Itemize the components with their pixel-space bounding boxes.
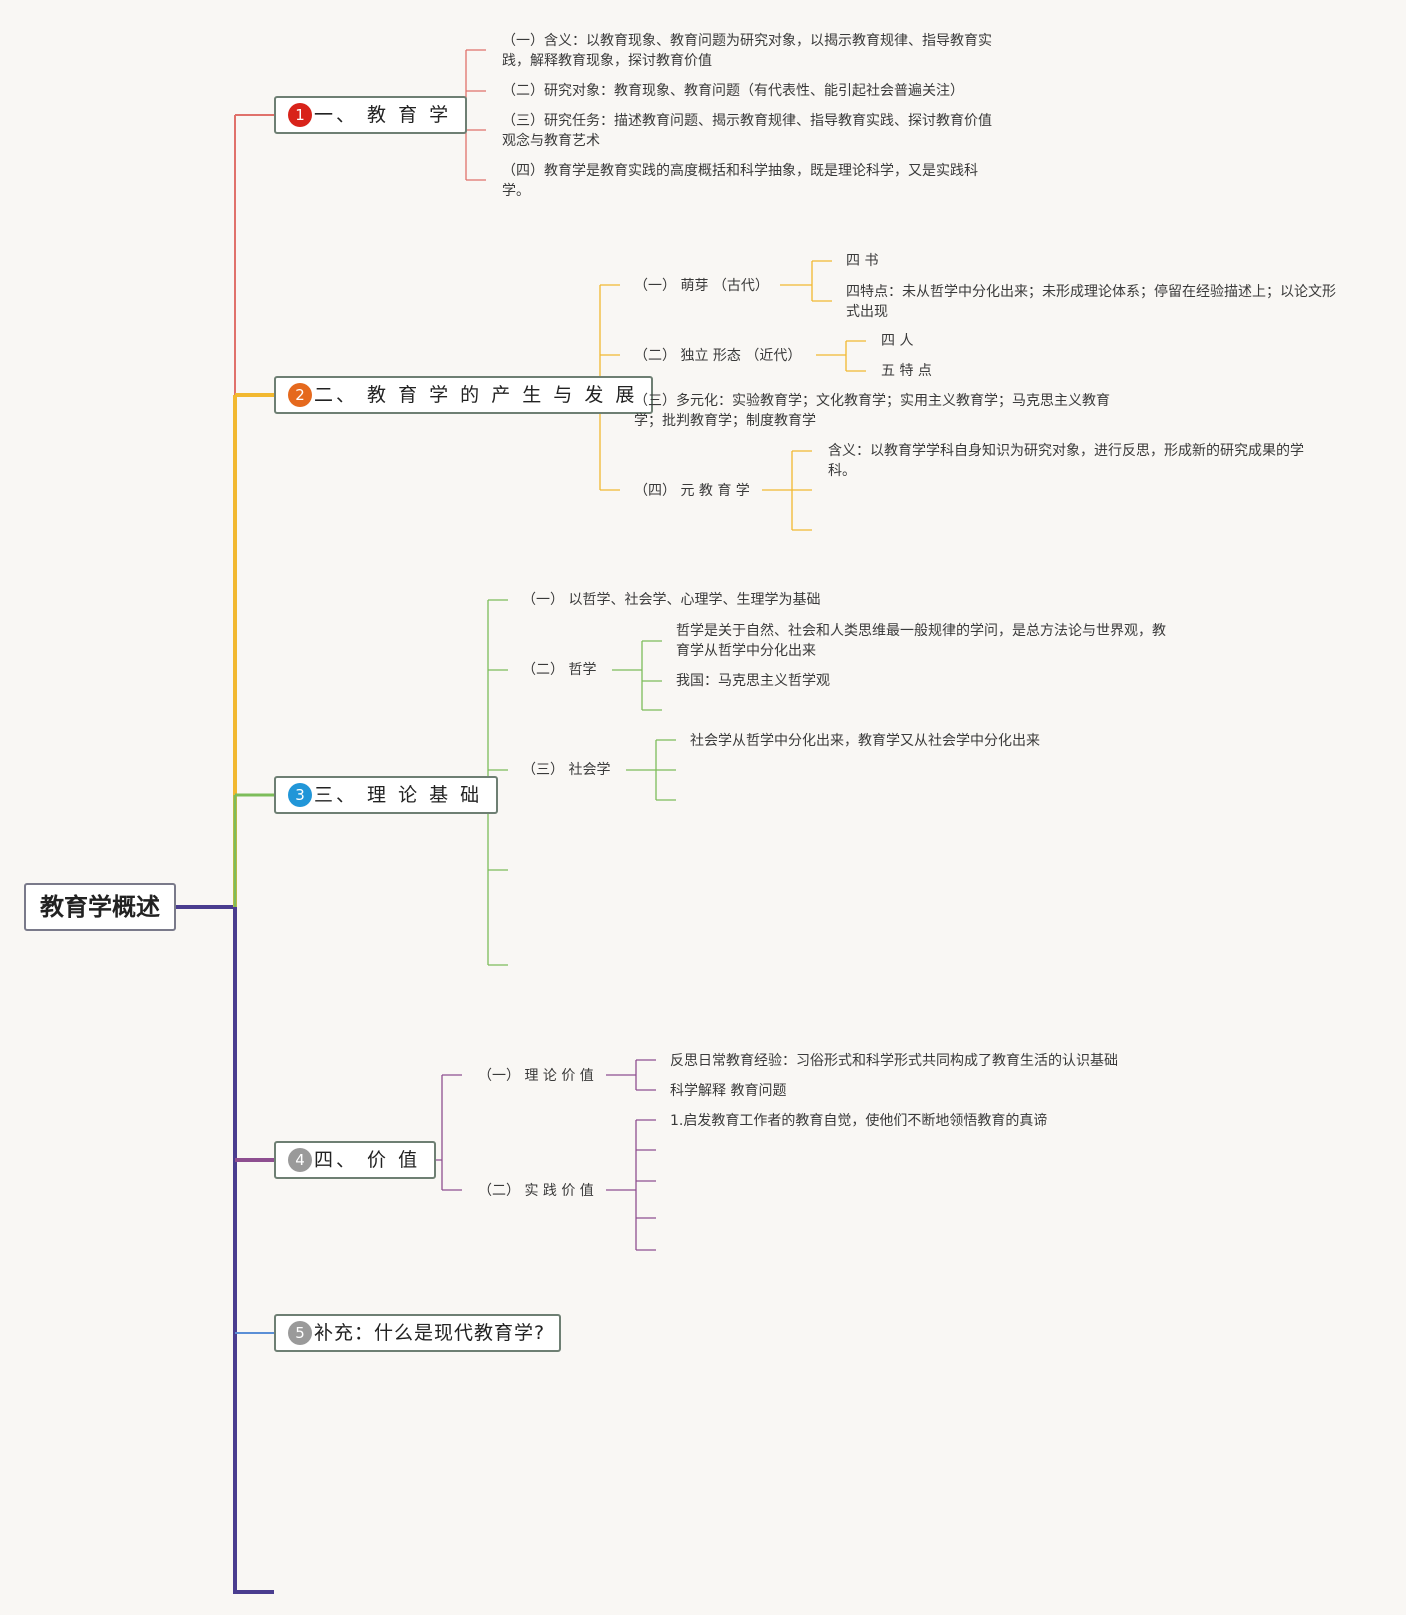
b3-item-1[interactable]: （一） 以哲学、社会学、心理学、生理学为基础: [522, 592, 821, 608]
b3-sub2-bracket: [612, 640, 662, 711]
trunk-line: [176, 905, 274, 1594]
b3-item-2-sub-2[interactable]: 我国：马克思主义哲学观: [676, 673, 830, 689]
b1-item-1[interactable]: （一）含义：以教育现象、教育问题为研究对象，以揭示教育规律、指导教育实践，解释教…: [502, 33, 992, 69]
b2-item-1-sub-2[interactable]: 四特点：未从哲学中分化出来；未形成理论体系；停留在经验描述上；以论文形式出现: [846, 284, 1336, 320]
b4-item-2[interactable]: （二） 实 践 价 值: [478, 1183, 594, 1199]
b2-item-4[interactable]: （四） 元 教 育 学: [634, 483, 750, 499]
b2-item-4-sub-1[interactable]: 含义：以教育学学科自身知识为研究对象，进行反思，形成新的研究成果的学科。: [828, 443, 1304, 479]
b4-sub1-bracket: [606, 1059, 656, 1091]
b3-item-3[interactable]: （三） 社会学: [522, 762, 611, 778]
b4-item-1[interactable]: （一） 理 论 价 值: [478, 1068, 594, 1084]
b1-item-4[interactable]: （四）教育学是教育实践的高度概括和科学抽象，既是理论科学，又是实践科学。: [502, 163, 978, 199]
branch-1-education[interactable]: 1 一、 教 育 学: [274, 96, 468, 134]
branch-2-development[interactable]: 2 二、 教 育 学 的 产 生 与 发 展: [274, 376, 654, 414]
b3-item-2-sub-1[interactable]: 哲学是关于自然、社会和人类思维最一般规律的学问，是总方法论与世界观，教育学从哲学…: [676, 623, 1166, 659]
b2-sub2-bracket: [816, 340, 866, 372]
branch-4-value[interactable]: 4 四、 价 值: [274, 1141, 437, 1179]
number-badge-3: 3: [288, 783, 312, 807]
b2-item-3[interactable]: （三）多元化：实验教育学；文化教育学；实用主义教育学；马克思主义教育学；批判教育…: [634, 393, 1110, 429]
b3-sub3-bracket: [626, 739, 676, 801]
b3-item-2[interactable]: （二） 哲学: [522, 662, 597, 678]
b2-item-1[interactable]: （一） 萌芽 （古代）: [634, 278, 769, 294]
b1-item-3[interactable]: （三）研究任务：描述教育问题、揭示教育规律、指导教育实践、探讨教育价值观念与教育…: [502, 113, 992, 149]
root-topic[interactable]: 教育学概述: [24, 883, 176, 931]
number-badge-4: 4: [288, 1148, 312, 1172]
number-badge-2: 2: [288, 383, 312, 407]
branch-1-label: 一、 教 育 学: [314, 104, 452, 126]
b3-item-3-sub-1[interactable]: 社会学从哲学中分化出来，教育学又从社会学中分化出来: [690, 733, 1040, 749]
b2-item-2-sub-2[interactable]: 五 特 点: [881, 363, 932, 379]
number-badge-1: 1: [288, 103, 312, 127]
branch-4-label: 四、 价 值: [314, 1149, 421, 1171]
b4-sub2-bracket: [606, 1119, 656, 1251]
b4-item-1-sub-1[interactable]: 反思日常教育经验：习俗形式和科学形式共同构成了教育生活的认识基础: [670, 1053, 1118, 1069]
b2-sub4-bracket: [762, 450, 812, 531]
b2-item-1-sub-1[interactable]: 四 书: [846, 253, 879, 269]
b2-item-2[interactable]: （二） 独立 形态 （近代）: [634, 348, 802, 364]
b4-item-1-sub-2[interactable]: 科学解释 教育问题: [670, 1083, 787, 1099]
b1-item-2[interactable]: （二）研究对象：教育现象、教育问题（有代表性、能引起社会普遍关注）: [502, 83, 964, 99]
b2-item-2-sub-1[interactable]: 四 人: [881, 333, 914, 349]
b4-item-2-sub-1[interactable]: 1.启发教育工作者的教育自觉，使他们不断地领悟教育的真谛: [670, 1113, 1048, 1129]
branch-3-label: 三、 理 论 基 础: [314, 784, 483, 806]
branch-5-supplement[interactable]: 5 补充：什么是现代教育学?: [274, 1314, 562, 1352]
number-badge-5: 5: [288, 1321, 312, 1345]
branch-3-theory[interactable]: 3 三、 理 论 基 础: [274, 776, 499, 814]
branch-5-label: 补充：什么是现代教育学?: [314, 1322, 546, 1344]
branch-2-label: 二、 教 育 学 的 产 生 与 发 展: [314, 384, 638, 406]
b2-sub1-bracket: [780, 260, 832, 302]
